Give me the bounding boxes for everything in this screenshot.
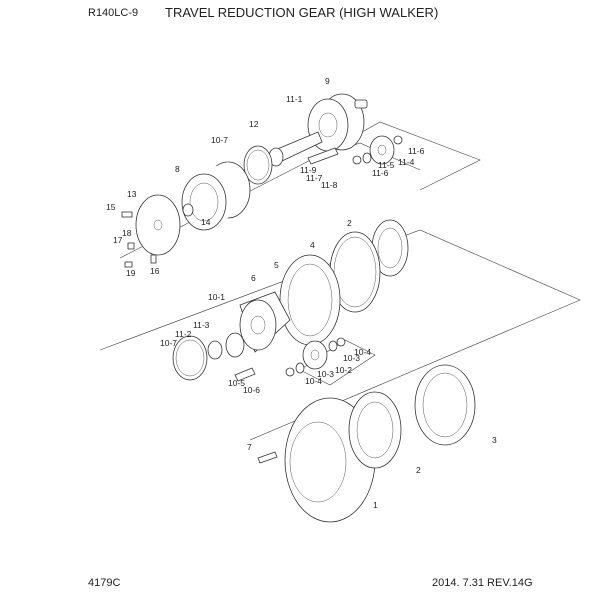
- seal-lower-part: [414, 364, 476, 446]
- ring-gear-large-part: [279, 254, 341, 346]
- callout-11-6b: 11-6: [372, 168, 389, 178]
- callout-11-3: 11-3: [193, 320, 210, 330]
- callout-19: 19: [126, 268, 136, 278]
- callout-10-1: 10-1: [208, 292, 225, 302]
- callout-6: 6: [251, 273, 256, 283]
- callout-11-4: 11-4: [398, 157, 415, 167]
- callout-12: 12: [249, 119, 259, 129]
- callout-10-6: 10-6: [243, 385, 260, 395]
- callout-17: 17: [113, 235, 123, 245]
- callout-10-7b: 10-7: [160, 338, 177, 348]
- callout-11-6: 11-6: [408, 146, 425, 156]
- callout-13: 13: [127, 189, 137, 199]
- callout-10-3: 10-3: [343, 353, 360, 363]
- page-title: TRAVEL REDUCTION GEAR (HIGH WALKER): [165, 5, 439, 20]
- callout-2b: 2: [416, 465, 421, 475]
- callout-11-2: 11-2: [175, 329, 192, 339]
- callout-16: 16: [150, 266, 160, 276]
- callout-10-5: 10-5: [228, 378, 245, 388]
- o-ring-part: [182, 203, 194, 217]
- callout-2: 2: [347, 218, 352, 228]
- callout-10-3b: 10-3: [317, 369, 334, 379]
- planet-gear-part: [352, 135, 403, 165]
- ring-gear-part: [181, 161, 251, 231]
- callout-11-8: 11-8: [321, 180, 338, 190]
- model-label: R140LC-9: [88, 7, 139, 19]
- pin-7-part: [257, 451, 278, 464]
- callout-3: 3: [492, 435, 497, 445]
- cover-part: [135, 194, 181, 256]
- drawing-code: 4179C: [88, 577, 121, 589]
- callout-7: 7: [247, 442, 252, 452]
- planet-gear-lower-part: [285, 337, 346, 377]
- callout-14: 14: [201, 217, 211, 227]
- callout-4: 4: [310, 240, 315, 250]
- callout-1: 1: [373, 500, 378, 510]
- carrier-part: [239, 291, 291, 353]
- sun-gear-shaft-part: [268, 131, 323, 167]
- callout-11-7: 11-7: [306, 173, 323, 183]
- callout-9: 9: [325, 76, 330, 86]
- bearing-lower-part: [348, 391, 402, 469]
- pin-lower-part: [234, 367, 256, 382]
- small-gear-part: [207, 340, 223, 360]
- callout-15: 15: [106, 202, 116, 212]
- thrust-plate-lower-part: [172, 335, 208, 381]
- callout-8: 8: [175, 164, 180, 174]
- callout-10-7: 10-7: [211, 135, 228, 145]
- revision-date: 2014. 7.31 REV.14G: [432, 577, 533, 589]
- callout-10-4b: 10-4: [305, 376, 322, 386]
- callout-11-9: 11-9: [300, 165, 317, 175]
- plug-part: [354, 99, 368, 109]
- callout-18: 18: [122, 228, 132, 238]
- callout-10-4: 10-4: [354, 347, 371, 357]
- callout-11-1: 11-1: [286, 94, 303, 104]
- callout-10-2: 10-2: [335, 365, 352, 375]
- callout-5: 5: [274, 260, 279, 270]
- bolts-part: [121, 211, 157, 268]
- callout-11-5: 11-5: [378, 160, 395, 170]
- thrust-plate-part: [243, 145, 273, 185]
- snap-ring-part: [225, 332, 245, 358]
- pin-part: [307, 147, 339, 165]
